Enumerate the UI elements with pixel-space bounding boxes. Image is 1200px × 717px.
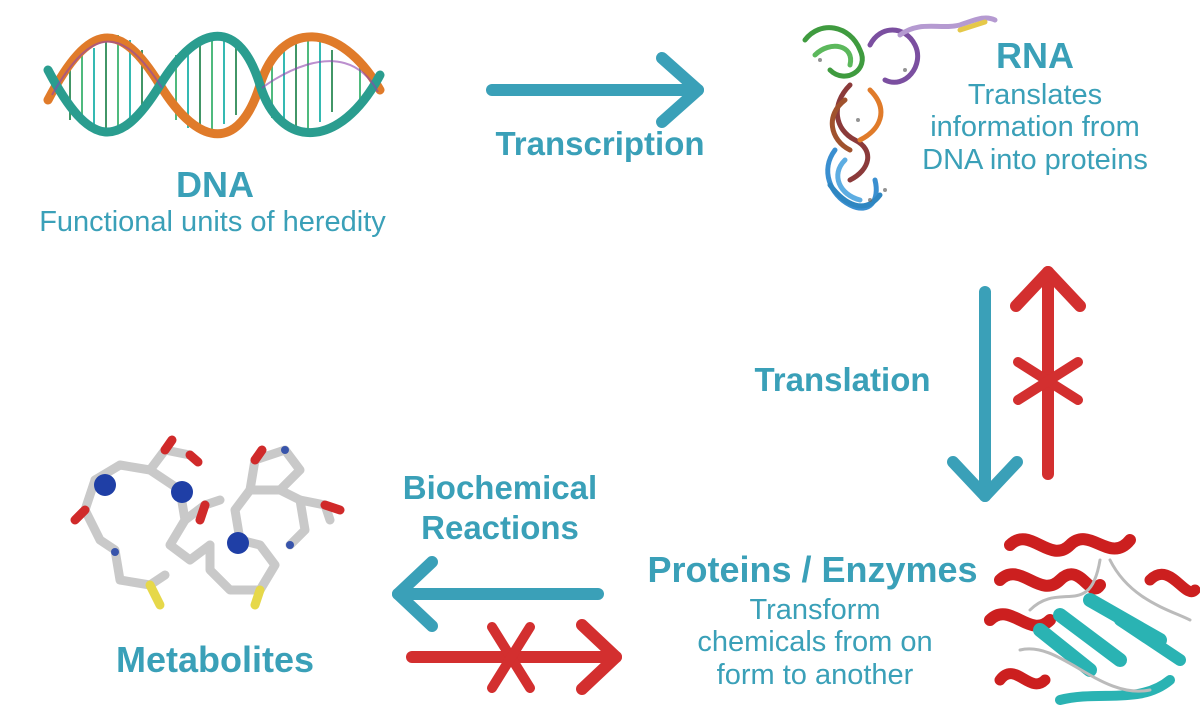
trna-structure-icon [802, 15, 998, 211]
dna-title: DNA [176, 164, 254, 205]
rna-description-line: Translates [967, 79, 1103, 111]
proteins-description: Transform chemicals from on form to anot… [660, 594, 970, 691]
proteins-to-metabolites-arrow [392, 556, 604, 632]
dna-to-rna-arrow [486, 52, 704, 128]
metabolites-title: Metabolites [115, 639, 315, 680]
metabolite-molecule-icon [70, 435, 345, 610]
rna-to-proteins-arrow [947, 286, 1023, 502]
dna-description: Functional units of heredity [39, 206, 386, 238]
biochemical-reactions-line: Biochemical [402, 469, 598, 506]
biochemical-reactions-label: Biochemical Reactions [370, 468, 630, 549]
proteins-title: Proteins / Enzymes [647, 549, 978, 590]
translation-label: Translation [754, 361, 931, 398]
proteins-description-line: form to another [716, 658, 914, 691]
rna-description-line: information from [930, 111, 1140, 144]
proteins-description-line: Transform [749, 594, 881, 626]
protein-ribbon-icon [984, 533, 1200, 705]
rna-description-line: DNA into proteins [922, 143, 1148, 176]
transcription-label: Transcription [495, 125, 705, 162]
rna-title: RNA [996, 35, 1074, 76]
metabolites-to-proteins-blocked-arrow [406, 619, 622, 695]
rna-description: Translates information from DNA into pro… [890, 79, 1180, 176]
proteins-to-rna-blocked-arrow [1010, 266, 1086, 480]
biochemical-reactions-line: Reactions [421, 509, 579, 547]
dna-double-helix-icon [43, 31, 385, 139]
proteins-description-line: chemicals from on [697, 626, 933, 659]
